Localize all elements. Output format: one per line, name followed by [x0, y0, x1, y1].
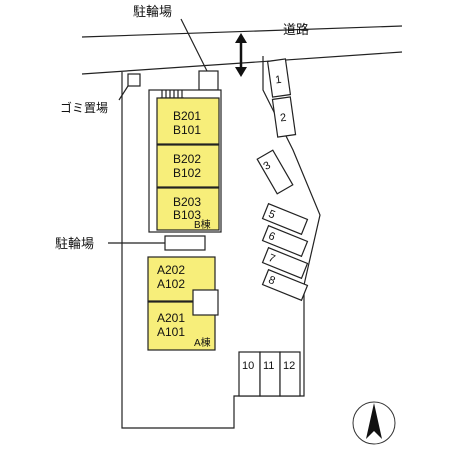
- svg-text:7: 7: [267, 252, 277, 265]
- unit-b103: B103: [173, 208, 201, 222]
- parking-space-3: 3: [256, 149, 294, 195]
- parking-space-12-label: 12: [283, 360, 295, 372]
- bike-parking-top: [198, 70, 219, 91]
- garbage-area: [127, 73, 141, 87]
- parking-space-10: [238, 351, 261, 397]
- road-edge-top: [81, 25, 403, 38]
- parking-space-7: 7: [261, 246, 309, 280]
- building-a-stair-core: [192, 289, 219, 316]
- road-direction-arrow-icon: [235, 33, 247, 77]
- parking-space-2: 2: [271, 96, 297, 138]
- unit-b202: B202: [173, 152, 201, 166]
- unit-a201: A201: [157, 311, 185, 325]
- road-label: 道路: [283, 22, 309, 37]
- building-b-unit-2: [156, 144, 220, 188]
- parking-space-11: [259, 351, 281, 397]
- garbage-label: ゴミ置場: [60, 100, 108, 115]
- building-b-unit-1: [156, 97, 220, 145]
- parking-space-5: 5: [261, 202, 309, 236]
- parking-space-1: 1: [266, 58, 292, 98]
- unit-b102: B102: [173, 166, 201, 180]
- bike-parking-top-leader: [180, 18, 208, 72]
- parking-space-8: 8: [261, 268, 309, 302]
- parking-space-6: 6: [261, 224, 309, 258]
- garbage-leader-line: [118, 85, 129, 101]
- unit-a102: A102: [157, 277, 185, 291]
- unit-b201: B201: [173, 109, 201, 123]
- unit-a202: A202: [157, 263, 185, 277]
- bike-parking-top-label: 駐輪場: [133, 4, 172, 19]
- unit-b203: B203: [173, 195, 201, 209]
- building-a-name: A棟: [194, 336, 211, 349]
- svg-text:6: 6: [267, 230, 277, 243]
- parking-space-11-label: 11: [263, 360, 274, 372]
- svg-text:3: 3: [261, 159, 272, 172]
- north-arrow-icon: [352, 401, 396, 445]
- svg-text:2: 2: [279, 112, 287, 125]
- unit-a101: A101: [157, 325, 185, 339]
- building-b-name: B棟: [194, 218, 211, 231]
- unit-b101: B101: [173, 123, 201, 137]
- svg-text:1: 1: [274, 74, 282, 87]
- parking-space-10-label: 10: [242, 360, 254, 372]
- building-b-unit-3: [156, 187, 220, 231]
- parking-space-12: [279, 351, 301, 397]
- svg-text:8: 8: [267, 274, 277, 287]
- bike-parking-left-label: 駐輪場: [55, 236, 94, 251]
- svg-text:5: 5: [267, 208, 277, 221]
- bike-parking-left: [164, 235, 206, 251]
